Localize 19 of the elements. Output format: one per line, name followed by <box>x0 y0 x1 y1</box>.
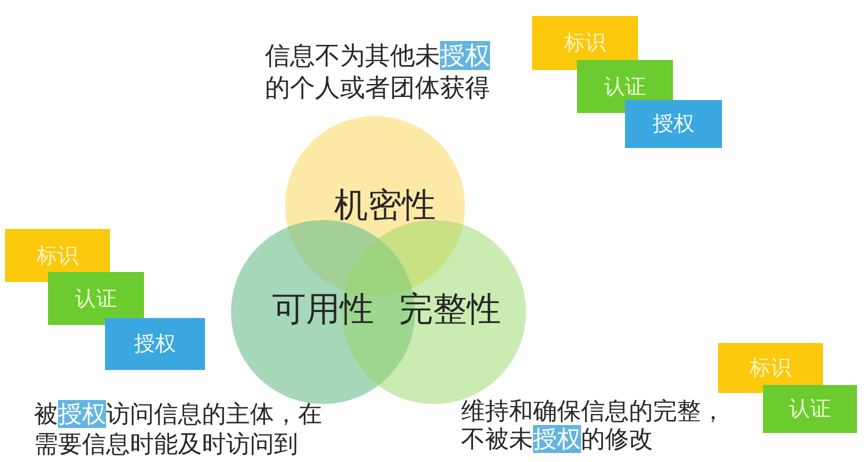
block-label: 认证 <box>75 286 117 312</box>
block-label: 认证 <box>604 74 646 100</box>
label-block <box>718 343 823 393</box>
block-label: 标识 <box>564 30 606 56</box>
label-block <box>105 318 205 370</box>
description-text: 维持和确保信息的完整，不被未授权的修改 <box>461 397 726 453</box>
label-block <box>763 385 857 433</box>
description-text: 信息不为其他未授权的个人或者团体获得 <box>265 40 491 104</box>
block-label: 授权 <box>652 111 694 137</box>
block-label: 认证 <box>789 396 831 422</box>
circle-label: 可用性 <box>272 290 374 330</box>
circle-label: 机密性 <box>334 186 436 226</box>
label-block <box>625 100 722 148</box>
label-block <box>48 272 144 325</box>
block-label: 授权 <box>134 331 176 357</box>
block-label: 标识 <box>750 355 792 381</box>
description-text: 被授权访问信息的主体，在需要信息时能及时访问到 <box>34 399 323 459</box>
circle-label: 完整性 <box>399 290 501 330</box>
block-label: 标识 <box>36 242 78 268</box>
